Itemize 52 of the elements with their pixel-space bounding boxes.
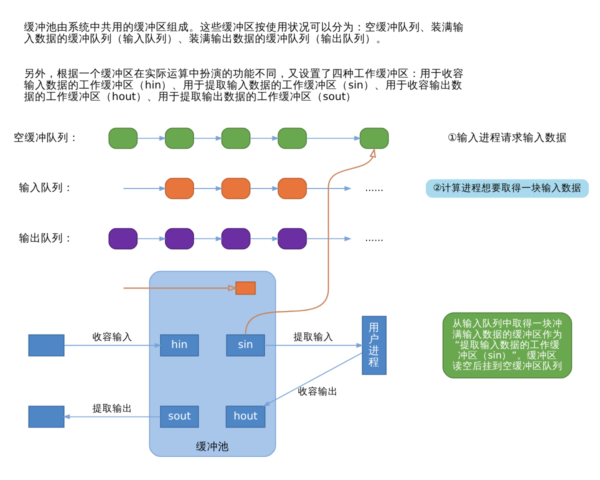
node-box <box>360 127 389 148</box>
label: 缓冲池由系统中共用的缓冲区组成。这些缓冲区按使用状况可以分为：空缓冲队列、装满输入数据的缓冲队列（输入队列）、装满输出数据的缓冲队列（输出队列）。 <box>24 20 464 44</box>
label: 另外，根据一个缓冲区在实际运算中扮演的功能不同，又设置了四种工作缓冲区：用于收容输入数据的工作缓冲区（hin）、用于提取输入数据的工作缓冲区（sin）、用于收容输出数据的工作缓冲区（hout）、用于提取输出数据的工作缓冲区（sout） <box>24 68 464 103</box>
node-box <box>278 228 307 249</box>
arrow <box>306 186 352 190</box>
node-text: ...... <box>365 182 384 194</box>
node-box <box>221 177 250 199</box>
node-box: hin <box>160 334 199 356</box>
arrow <box>124 284 238 291</box>
node-box <box>108 127 138 148</box>
arrow <box>194 135 223 140</box>
arrow <box>250 135 280 140</box>
edge-label: 收容输入 <box>92 331 132 342</box>
arrow <box>306 135 362 140</box>
node-text: ...... <box>365 232 384 244</box>
label: 输入队列： <box>18 182 74 194</box>
arrow <box>250 236 280 241</box>
node-box <box>108 228 138 249</box>
arrow <box>194 236 223 241</box>
arrow <box>137 236 166 241</box>
arrow <box>64 342 162 348</box>
node-box: hout <box>226 405 266 428</box>
node-box <box>164 177 194 199</box>
label: ①输入进程请求输入数据 <box>448 132 568 144</box>
label: 空缓冲队列： <box>13 132 80 144</box>
arrow <box>244 147 376 334</box>
node-box <box>221 228 250 249</box>
arrow <box>123 186 166 190</box>
arrow <box>264 342 364 348</box>
edge-label: 收容输出 <box>298 386 338 398</box>
node-box: 从输入队列中取得一块冲满输入数据的缓冲区作为“提取输入数据的工作缓冲区（sin）”。缓冲区读空后挂到空缓冲区队列 <box>442 312 572 378</box>
arrow <box>62 414 161 419</box>
node-box <box>278 177 307 199</box>
edge-label: 提取输出 <box>92 402 132 414</box>
node-box: sin <box>226 334 265 356</box>
edge-label: 提取输入 <box>293 331 334 342</box>
node-box: sout <box>160 405 199 428</box>
arrow <box>137 135 166 140</box>
label: 输出队列： <box>18 232 74 244</box>
arrow <box>262 352 363 406</box>
node-box <box>28 405 64 428</box>
node-box <box>235 280 256 294</box>
node-box: 用户进程 <box>362 315 387 374</box>
node-box: ②计算进程想要取得一块输入数据 <box>426 178 589 198</box>
node-box <box>164 228 194 249</box>
arrow <box>194 186 223 190</box>
node-box <box>28 334 64 356</box>
node-box <box>164 127 194 148</box>
node-box <box>221 127 250 148</box>
node-box <box>278 127 307 148</box>
arrow <box>250 186 280 190</box>
arrow <box>306 236 352 241</box>
